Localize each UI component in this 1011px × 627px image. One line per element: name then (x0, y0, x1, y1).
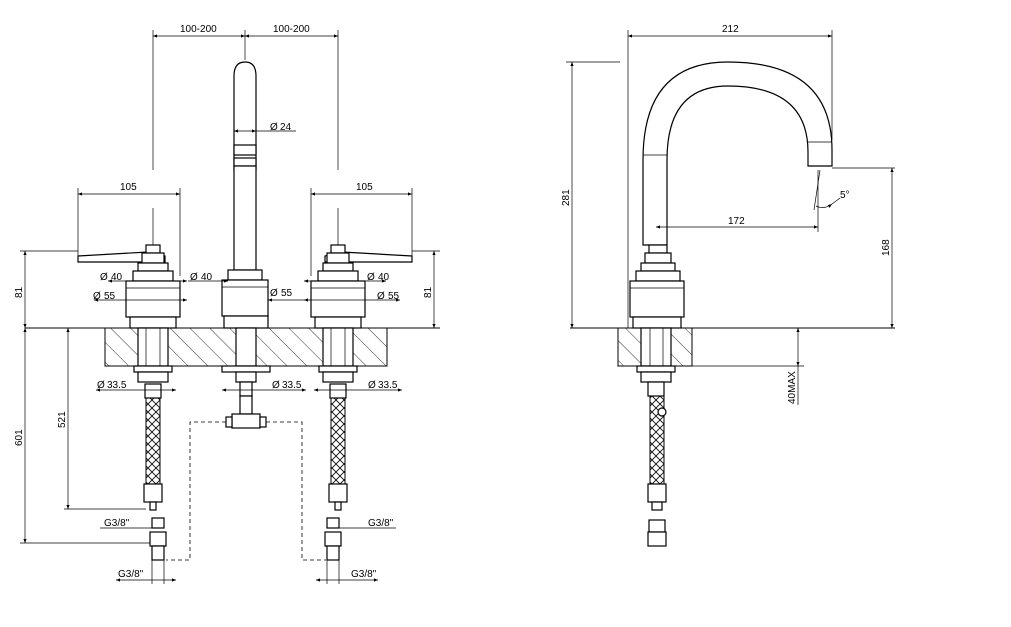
conn-right-upper-label: G3/8" (368, 518, 394, 529)
deck-thickness-label: 40MAX (787, 371, 798, 404)
hose-height-label: 521 (57, 411, 68, 428)
right-d40-symbol: Ø (367, 272, 375, 283)
left-d55-label: 55 (104, 291, 116, 302)
center-d40-label: 40 (201, 272, 213, 283)
total-height-label: 601 (14, 429, 25, 446)
left-thread-symbol: Ø (97, 380, 105, 391)
supply-line-right (266, 421, 326, 561)
conn-right-lower-label: G3/8" (351, 569, 377, 580)
right-d55-symbol: Ø (377, 291, 385, 302)
spout-diameter-symbol: Ø (270, 122, 278, 133)
supply-line-left (166, 421, 226, 561)
center-thread-label: 33.5 (282, 380, 302, 391)
center-d40-symbol: Ø (190, 272, 198, 283)
outlet-height-label: 168 (881, 239, 892, 256)
center-spout (221, 61, 271, 429)
lever-right-length-label: 105 (356, 182, 373, 193)
spacing-left-label: 100-200 (180, 24, 217, 35)
reach-total-label: 212 (722, 24, 739, 35)
center-d55-symbol: Ø (270, 288, 278, 299)
spout-reach-label: 172 (728, 216, 745, 227)
height-left-label: 81 (14, 286, 25, 298)
left-d40-symbol: Ø (100, 272, 108, 283)
right-d40-label: 40 (378, 272, 390, 283)
left-valve (77, 208, 181, 561)
center-thread-symbol: Ø (272, 380, 280, 391)
conn-left-lower-label: G3/8" (118, 569, 144, 580)
lever-left-length-label: 105 (120, 182, 137, 193)
center-d55-label: 55 (281, 288, 293, 299)
left-d55-symbol: Ø (93, 291, 101, 302)
spout-height-label: 281 (561, 189, 572, 206)
spout-angle-label: 5° (840, 190, 850, 201)
left-thread-label: 33.5 (107, 380, 127, 391)
spout-diameter-label: 24 (280, 122, 292, 133)
right-thread-label: 33.5 (378, 380, 398, 391)
side-view: 212 281 172 5° 168 40MAX (561, 24, 895, 547)
left-d40-label: 40 (111, 272, 123, 283)
spacing-right-label: 100-200 (273, 24, 310, 35)
right-d55-label: 55 (388, 291, 400, 302)
conn-left-upper-label: G3/8" (104, 518, 130, 529)
right-thread-symbol: Ø (368, 380, 376, 391)
front-view: 100-200 100-200 Ø 24 105 105 81 81 Ø 40 … (14, 24, 440, 584)
height-right-label: 81 (423, 286, 434, 298)
